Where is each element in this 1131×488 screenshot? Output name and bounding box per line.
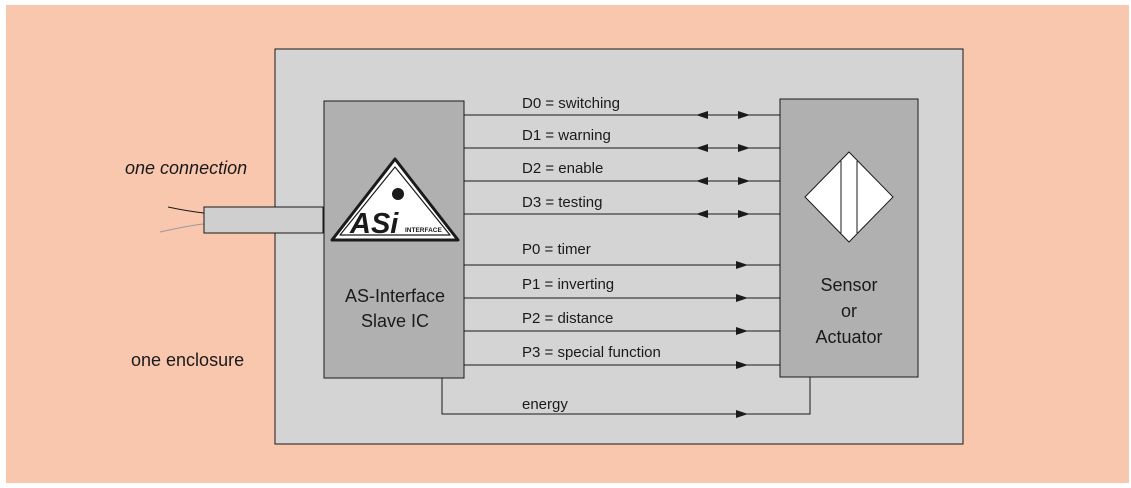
connection-cable xyxy=(203,206,324,234)
param-bit-label: P1 = inverting xyxy=(522,276,614,293)
slave-ic-label-line2: Slave IC xyxy=(361,311,429,331)
device-label-line3: Actuator xyxy=(815,327,882,347)
cable-wire-light xyxy=(159,223,205,233)
param-bit-row: P3 = special function xyxy=(464,344,780,369)
data-bit-label: D2 = enable xyxy=(522,160,603,177)
data-bit-label: D0 = switching xyxy=(522,95,620,112)
param-bit-label: P3 = special function xyxy=(522,344,661,361)
device-label-line2: or xyxy=(841,301,857,321)
param-bit-row: P2 = distance xyxy=(464,310,780,335)
slave-ic-label-line1: AS-Interface xyxy=(345,286,445,306)
one-connection-label: one connection xyxy=(125,158,247,178)
device-label-line1: Sensor xyxy=(820,275,877,295)
sensor-symbol-icon xyxy=(804,151,894,243)
data-bit-row: D2 = enable xyxy=(464,160,780,185)
param-bit-row: P1 = inverting xyxy=(464,276,780,302)
param-bit-label: P0 = timer xyxy=(522,241,591,258)
data-bit-row: D3 = testing xyxy=(464,194,780,218)
param-bit-label: P2 = distance xyxy=(522,310,613,327)
cable-wire-dark xyxy=(167,206,205,214)
energy-label: energy xyxy=(522,396,568,413)
data-bit-row: D0 = switching xyxy=(464,95,780,119)
param-bit-row: P0 = timer xyxy=(464,241,780,269)
data-bit-row: D1 = warning xyxy=(464,127,780,152)
data-bit-label: D1 = warning xyxy=(522,127,611,144)
one-enclosure-label: one enclosure xyxy=(131,350,244,370)
asi-logo-subtext: INTERFACE xyxy=(405,227,443,234)
energy-path: energy xyxy=(441,377,811,418)
asi-logo: ASi INTERFACE xyxy=(330,157,460,242)
asi-logo-letters: ASi xyxy=(349,208,399,240)
data-bit-label: D3 = testing xyxy=(522,194,602,211)
